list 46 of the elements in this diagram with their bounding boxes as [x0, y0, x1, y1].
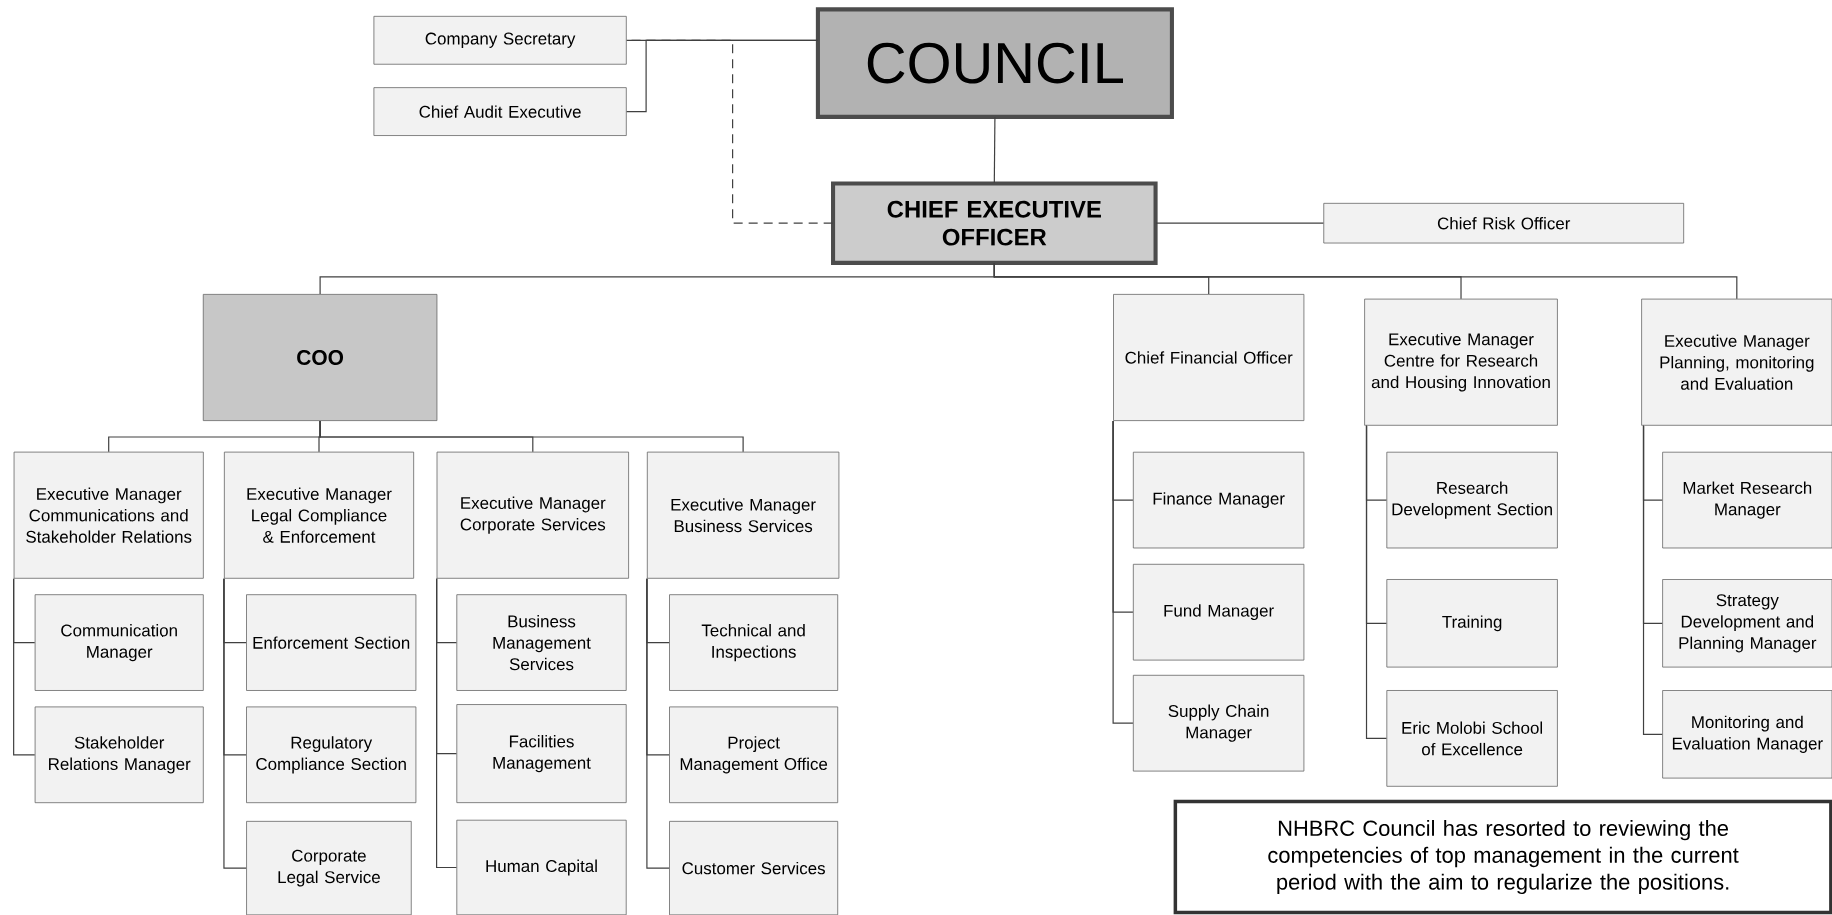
connector-line [1155, 222, 1324, 224]
role-box: Project Management Office [669, 706, 839, 804]
role-box: Eric Molobi School of Excellence [1386, 690, 1558, 787]
connector-line [1642, 425, 1663, 735]
role-box: Fund Manager [1132, 563, 1305, 661]
role-box: Executive Manager Planning, monitoring and Evaluation [1641, 298, 1832, 426]
role-box: Executive Manager Centre for Research and Housing Innovation [1364, 298, 1558, 426]
connector-line [626, 39, 819, 113]
council-box: COUNCIL [815, 7, 1174, 119]
role-box: Business Management Services [456, 594, 627, 691]
role-box: Market Research Manager [1662, 451, 1832, 549]
role-box: Finance Manager [1132, 451, 1305, 549]
role-box: Facilities Management [456, 704, 627, 804]
role-box: Regulatory Compliance Section [246, 706, 417, 804]
role-box: Communication Manager [34, 594, 204, 691]
role-box: Monitoring and Evaluation Manager [1662, 690, 1832, 779]
role-box: Strategy Development and Planning Manager [1662, 579, 1832, 668]
role-box: Chief Risk Officer [1323, 202, 1685, 244]
role-box: Executive Manager Corporate Services [436, 451, 629, 579]
role-box: Human Capital [456, 819, 627, 915]
connector-line [1365, 425, 1387, 739]
role-box: Chief Financial Officer [1113, 294, 1305, 421]
role-box: Training [1386, 579, 1558, 668]
role-box: Supply Chain Manager [1132, 674, 1305, 772]
role-box: Chief Audit Executive [373, 87, 627, 136]
connector-line [993, 262, 1738, 300]
connector-line [13, 578, 36, 756]
role-box: Enforcement Section [246, 594, 417, 691]
role-box: Technical and Inspections [669, 594, 839, 691]
connector-line [646, 578, 670, 869]
role-box: Company Secretary [373, 15, 627, 65]
role-box: Stakeholder Relations Manager [34, 706, 204, 804]
role-box: Corporate Legal Service [246, 820, 412, 915]
role-box: Customer Services [669, 820, 839, 915]
executive-box: CHIEF EXECUTIVE OFFICER [831, 181, 1158, 265]
connector-line [436, 578, 457, 869]
connector-line [1112, 420, 1134, 724]
role-box: Research Development Section [1386, 451, 1558, 549]
note-box: NHBRC Council has resorted to reviewing the competencies of top management in the current period with the aim to regularize the positions. [1173, 799, 1832, 915]
connector-line [223, 578, 247, 869]
connector-line [319, 420, 744, 453]
role-box: Executive Manager Communications and Stakeholder Relations [13, 451, 204, 579]
role-box: Executive Manager Legal Compliance & Enforcement [223, 451, 415, 579]
role-box: Executive Manager Business Services [646, 451, 840, 579]
executive-box: COO [202, 294, 438, 421]
connector-line [993, 116, 996, 184]
